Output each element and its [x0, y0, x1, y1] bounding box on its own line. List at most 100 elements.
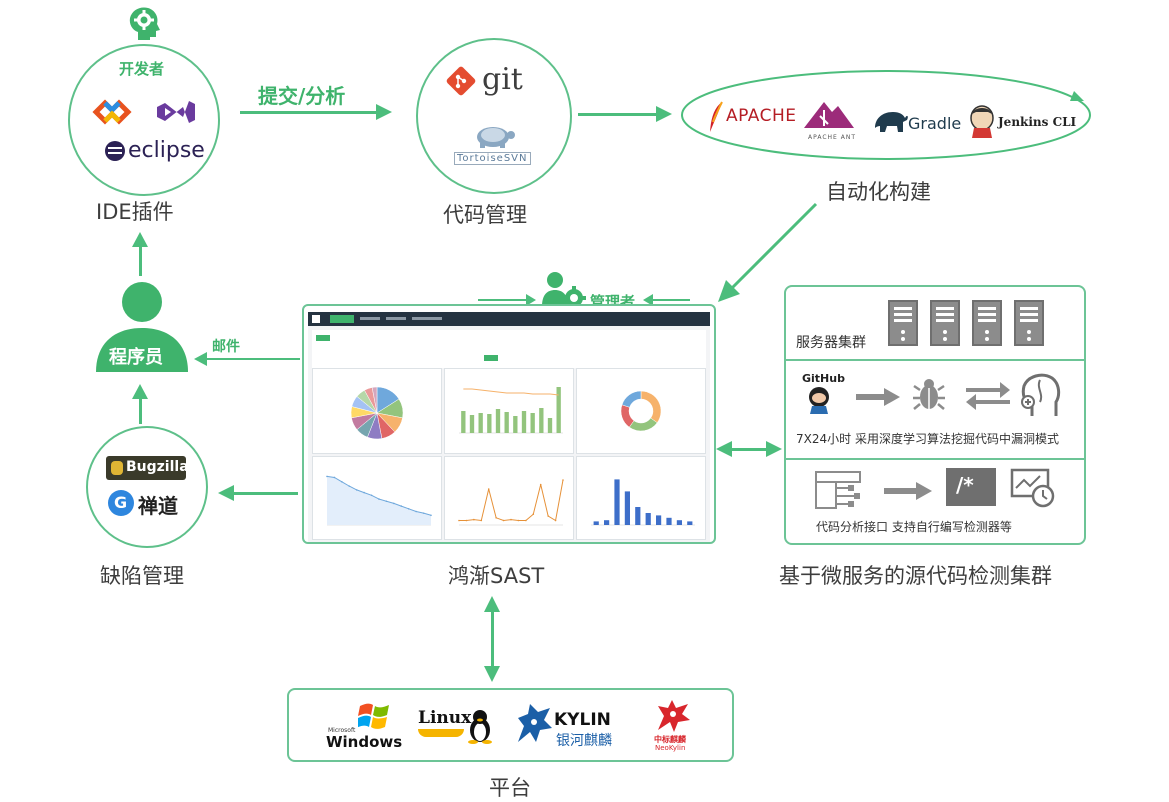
chart-panel-1 — [312, 368, 442, 454]
admin-arrow-right-head — [643, 294, 653, 306]
chart5-point — [525, 519, 527, 522]
ai-mining-text: 7X24小时 采用深度学习算法挖掘代码中漏洞模式 — [796, 432, 1059, 446]
chart6-bar — [656, 515, 662, 525]
chart5-point — [473, 518, 475, 521]
chart4-point — [341, 481, 343, 483]
chart2-bar — [530, 413, 535, 433]
github-octocat-icon — [806, 386, 832, 414]
chart6-bar — [614, 479, 620, 525]
chart5-point — [532, 513, 535, 515]
tortoise-svn-logo-text: TortoiseSVN — [454, 152, 531, 165]
chart-panel-6 — [576, 456, 706, 540]
chart4-point — [393, 502, 395, 505]
chart2-bar — [521, 411, 527, 433]
chart6-bar — [593, 521, 599, 525]
chart5-point — [562, 479, 564, 481]
ide-plugin-caption: IDE插件 — [96, 200, 174, 224]
arrow-right-gray-icon-2 — [884, 482, 932, 504]
vcs-caption: 代码管理 — [443, 203, 527, 227]
chart5-point — [547, 515, 549, 517]
eclipse-logo-text: eclipse — [128, 138, 205, 163]
bugzilla-logo: Bugzilla — [106, 456, 189, 480]
chart5-point — [495, 517, 497, 519]
chart5-point — [517, 519, 520, 522]
admin-gear-icon — [540, 270, 586, 310]
sast-dashboard-screenshot — [308, 312, 710, 542]
bugzilla-logo-text: Bugzilla — [126, 459, 189, 475]
server-icon-3 — [972, 300, 1002, 346]
tortoise-svn-icon — [468, 117, 518, 153]
chart2-trend-line — [463, 388, 559, 396]
git-logo-text: git — [482, 62, 523, 97]
vcs-to-build-arrow-line — [578, 113, 660, 116]
chart6-bar — [687, 521, 693, 525]
kylin-logo-text: KYLIN — [554, 710, 611, 730]
apache-ant-icon — [800, 96, 858, 138]
sast-cluster-link-line — [730, 448, 770, 451]
admin-arrow-right-line — [650, 299, 690, 301]
windows-logo-text: Windows — [326, 733, 403, 751]
visual-studio-icon — [153, 97, 199, 131]
chart2-bar — [504, 412, 509, 433]
ai-head-icon — [1018, 372, 1064, 422]
developer-gear-icon — [124, 4, 164, 44]
chart4-point — [385, 500, 388, 503]
chart5-point — [458, 519, 460, 522]
arrow-right-gray-icon — [856, 388, 900, 410]
sast-platform-head-up — [484, 596, 500, 612]
apache-logo-text: APACHE — [726, 106, 797, 126]
sast-to-defect-line — [232, 492, 298, 495]
git-icon — [446, 66, 476, 96]
chart6-bar — [645, 513, 651, 525]
chart-panel-2 — [444, 368, 574, 454]
chart2-bar — [495, 409, 501, 433]
build-to-sast-arrow — [712, 200, 822, 308]
chart4-point — [422, 512, 425, 514]
chart4-point — [407, 508, 410, 510]
api-support-text: 代码分析接口 支持自行编写检测器等 — [816, 520, 1012, 534]
chart5-point — [465, 519, 468, 522]
chart6-bar — [676, 520, 682, 525]
windows-flag-icon — [356, 702, 390, 734]
apache-ant-logo-text: APACHE ANT — [808, 134, 856, 141]
programmer-to-ide-line — [139, 246, 142, 276]
cluster-divider-2 — [786, 458, 1084, 460]
defect-caption: 缺陷管理 — [100, 564, 184, 588]
github-logo-text: GitHub — [802, 372, 845, 385]
chart2-bar — [461, 411, 466, 433]
programmer-label: 程序员 — [109, 347, 163, 368]
admin-arrow-left-head — [526, 294, 536, 306]
developer-label: 开发者 — [119, 60, 165, 78]
chart2-bar — [539, 408, 544, 433]
admin-arrow-left-line — [478, 299, 528, 301]
build-ellipse — [678, 67, 1094, 163]
chart6-bar — [604, 520, 610, 525]
chart4-point — [333, 476, 336, 479]
sast-platform-link-line — [491, 610, 494, 668]
chart1-slice — [371, 386, 378, 414]
chart5-point — [487, 488, 490, 490]
vcs-to-build-arrow-head — [656, 106, 672, 122]
server-icon-2 — [930, 300, 960, 346]
chart-panel-4 — [312, 456, 442, 540]
chart4-point — [363, 491, 365, 494]
sast-caption: 鸿渐SAST — [448, 564, 545, 588]
jenkins-icon — [968, 104, 996, 142]
mail-arrow-head — [194, 352, 207, 366]
dashboard-nav-bar — [308, 312, 710, 326]
chandao-logo-text: 禅道 — [138, 494, 178, 518]
linux-logo-text: Linux — [418, 708, 472, 728]
defect-to-programmer-head — [132, 384, 148, 399]
chart2-bar — [469, 415, 475, 433]
chart5-point — [539, 483, 542, 486]
sast-to-defect-head — [218, 485, 234, 501]
linux-swoosh — [418, 729, 464, 737]
chart4-point — [378, 498, 380, 500]
chart5-point — [554, 519, 557, 522]
chart6-bar — [635, 507, 641, 525]
chart4-point — [355, 489, 358, 491]
chart4-area — [327, 476, 431, 525]
submit-arrow-head — [376, 104, 392, 120]
monitor-detector-icon — [1010, 466, 1056, 514]
apache-feather-icon — [708, 100, 724, 138]
